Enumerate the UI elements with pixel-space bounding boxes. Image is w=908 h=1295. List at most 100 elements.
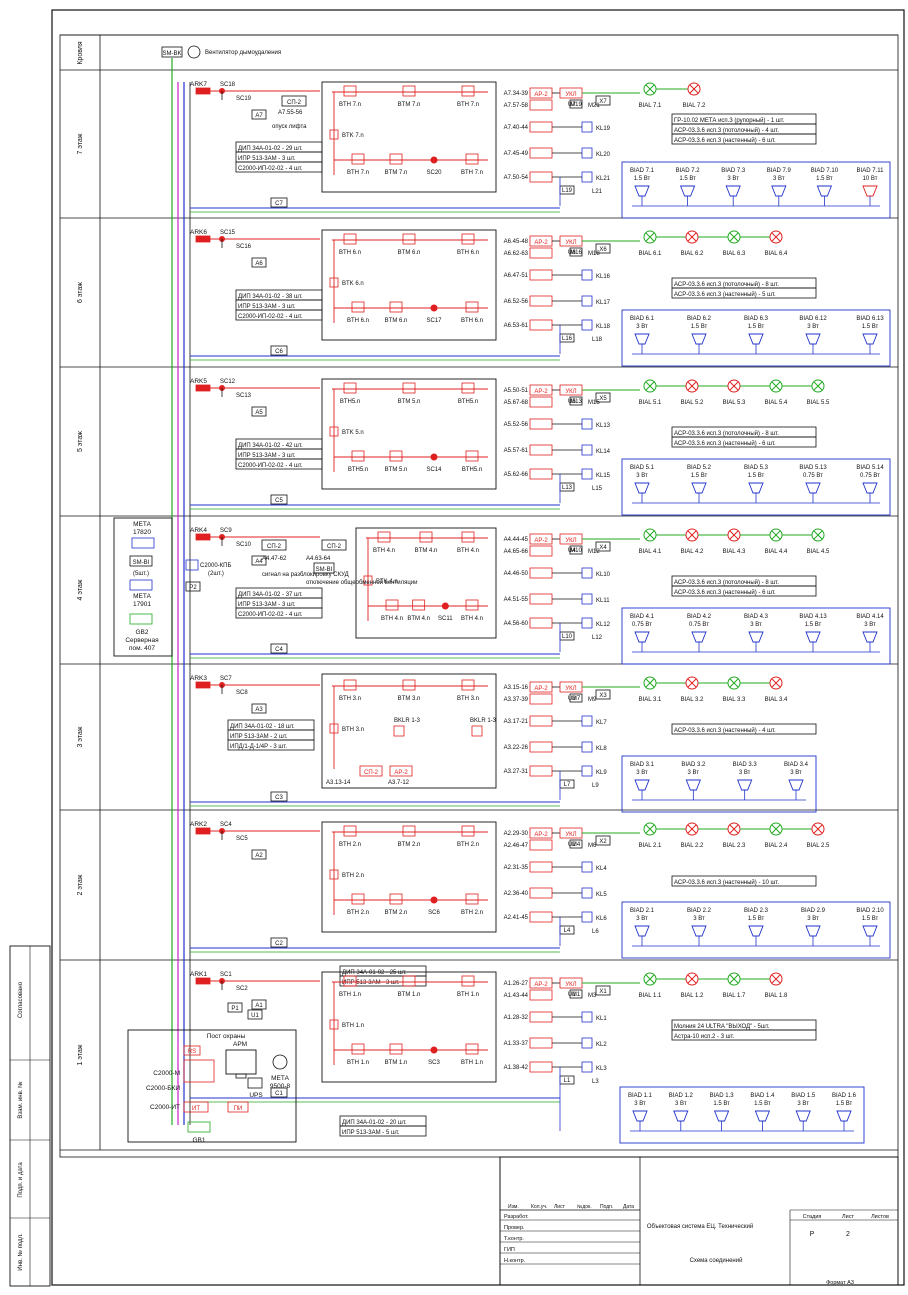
speaker-power: 3 Вт — [807, 916, 819, 922]
cp2-note-f7: опуск лифта — [272, 124, 307, 130]
bial-cross — [771, 974, 781, 984]
kl-label: KL9 — [596, 770, 607, 776]
detector-icon — [343, 679, 357, 691]
tb-header: Лист — [554, 1204, 566, 1210]
speaker-power: 3 Вт — [636, 770, 648, 776]
speaker-power: 3 Вт — [636, 473, 648, 479]
kl-label: KL18 — [596, 324, 611, 330]
kl-icon — [581, 593, 593, 605]
spec-text: ИПР 513-3АМ - 3 шт. — [238, 602, 296, 608]
speaker-label: BIAD 5.3 — [744, 465, 769, 471]
ark-indicator — [195, 384, 211, 392]
bial-cross — [645, 530, 655, 540]
speaker-power: 1.5 Вт — [816, 176, 833, 182]
speaker-spec-text: АСР-03.3.6 исп.3 (настенный) - 6 шт. — [674, 440, 776, 447]
speaker-label: BIAD 4.14 — [856, 614, 884, 620]
bial-cross — [771, 824, 781, 834]
c-box: C4 — [275, 647, 283, 653]
address-label: A5.52-56 — [504, 422, 529, 428]
u-label: U7 — [568, 102, 576, 108]
detector-icon — [461, 382, 475, 394]
detector-icon — [461, 233, 475, 245]
speaker-label: BIAD 7.9 — [767, 168, 792, 174]
x-box: X2 — [599, 839, 607, 845]
speaker-spec-text: Астра-10 исп.2 - 3 шт. — [674, 1034, 735, 1040]
bial-label: BIAL 4.2 — [681, 549, 704, 555]
side-stamp-label: Взам. инв. № — [17, 1081, 24, 1118]
sc-a-label: SC15 — [220, 230, 236, 236]
u-label: U3 — [568, 696, 576, 702]
l-end: L9 — [592, 783, 599, 789]
bial-cross — [813, 381, 823, 391]
x-box: X6 — [599, 247, 607, 253]
spec-row-box — [235, 161, 323, 173]
spec-row-box — [235, 607, 323, 619]
speaker-icon — [754, 1110, 771, 1122]
cp2b-f4: СП-2 — [327, 544, 342, 550]
speaker-spec-text: ГР-10.02 МЕТА исп.3 (рупорный) - 1 шт. — [674, 117, 785, 124]
kl-label: KL8 — [596, 746, 607, 752]
bial-cross — [687, 381, 697, 391]
detector-icon — [402, 975, 416, 987]
tb-row-label: Провер. — [504, 1225, 525, 1231]
spec-text: С2000-ИП-02-02 - 4 шт. — [238, 166, 303, 172]
spec-text: ИПД/1-Д-1/4Р - 3 шт. — [230, 744, 287, 750]
cp2-f7: СП-2 — [287, 100, 302, 106]
speaker-label: BIAD 3.1 — [630, 762, 655, 768]
bial-cross — [771, 678, 781, 688]
m-start: M16 — [570, 250, 582, 256]
speaker-spec-text: АСР-03.3.6 исп.3 (потолочный) - 8 шт. — [674, 579, 779, 586]
module-box — [529, 1011, 553, 1023]
post-rs-box — [183, 1045, 201, 1056]
kl-icon — [581, 567, 593, 579]
bklr-icon — [393, 725, 405, 737]
detector-label: BTH 1.n — [457, 992, 479, 998]
m-start-box — [569, 247, 583, 257]
sc-b-label: SC5 — [236, 836, 248, 842]
server-room: Серверная — [125, 637, 159, 644]
speaker-icon — [862, 925, 878, 937]
detector-icon — [465, 153, 479, 165]
speaker-icon — [634, 333, 650, 345]
speaker-spec-text: АСР-03.3.6 исп.3 (настенный) - 4 шт. — [674, 727, 776, 734]
bial-cross — [645, 381, 655, 391]
module-box — [529, 989, 553, 1001]
bial-cross — [687, 678, 697, 688]
ark-indicator — [195, 533, 211, 541]
detector-label: SC17 — [426, 318, 442, 324]
bial-cross — [813, 824, 823, 834]
a-box-box — [251, 849, 267, 860]
bial-label: BIAL 6.2 — [681, 251, 704, 257]
module-box — [529, 715, 553, 727]
kl-label: KL3 — [596, 1066, 607, 1072]
kl-icon — [581, 617, 593, 629]
address-label: A1.43-44 — [504, 993, 529, 999]
detector-icon — [465, 599, 479, 611]
c-box: C6 — [275, 349, 283, 355]
post-it-box: ИТ — [192, 1106, 200, 1112]
kl-label: KL17 — [596, 300, 611, 306]
kl-icon — [581, 468, 593, 480]
module-box — [529, 765, 553, 777]
module-box — [529, 444, 553, 456]
bial-cross — [687, 232, 697, 242]
m-start: M10 — [570, 548, 582, 554]
module-box — [529, 295, 553, 307]
l-end: L6 — [592, 929, 599, 935]
speaker-power: 3 Вт — [750, 622, 762, 628]
server-meta2-num: 17901 — [133, 601, 151, 608]
speaker-spec-text: Молния 24 ULTRA "ВЫХОД" - 5шт. — [674, 1024, 770, 1030]
kl-icon — [581, 444, 593, 456]
ark-label: ARK7 — [190, 81, 207, 88]
post-it-box-box — [183, 1101, 209, 1113]
kl-label: KL14 — [596, 449, 611, 455]
bial-cross — [687, 530, 697, 540]
spec-text: ДИП 34А-01-02 - 37 шт. — [238, 592, 303, 598]
kl-label: KL15 — [596, 473, 611, 479]
loop-box — [355, 527, 497, 639]
bial-cross — [687, 974, 697, 984]
speaker-power: 3 Вт — [688, 770, 700, 776]
detector-label: BTM 2.n — [385, 910, 408, 916]
kpb-icon — [185, 559, 199, 571]
detector-icon — [402, 382, 416, 394]
